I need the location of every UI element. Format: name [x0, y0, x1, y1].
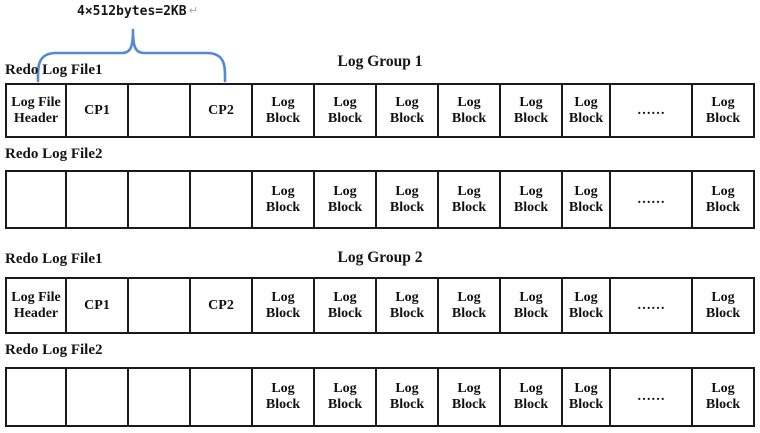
- cell-log-block: Log Block: [253, 277, 315, 334]
- cell-ellipsis: ……: [611, 83, 693, 138]
- cell-log-block: Log Block: [315, 277, 377, 334]
- cell-log-block: Log Block: [439, 170, 501, 229]
- redo-log-file1-row-g2: Log File Header CP1 CP2 Log Block Log Bl…: [5, 277, 755, 334]
- cell-empty: [129, 367, 191, 427]
- cell-ellipsis: ……: [611, 367, 693, 427]
- cell-empty: [191, 367, 253, 427]
- cell-empty: [5, 170, 67, 229]
- cell-ellipsis: ……: [611, 170, 693, 229]
- cell-log-block: Log Block: [563, 83, 611, 138]
- cell-log-file-header: Log File Header: [5, 83, 67, 138]
- cell-cp1: CP1: [67, 83, 129, 138]
- cell-cp2: CP2: [191, 277, 253, 334]
- cell-log-block: Log Block: [315, 83, 377, 138]
- cell-ellipsis: ……: [611, 277, 693, 334]
- cell-log-block: Log Block: [315, 170, 377, 229]
- file-label-g1-redo-log-file1: Redo Log File1: [5, 62, 103, 78]
- cell-log-block: Log Block: [315, 367, 377, 427]
- cell-empty: [191, 170, 253, 229]
- file-label-g2-redo-log-file1: Redo Log File1: [5, 251, 103, 267]
- cell-log-block: Log Block: [253, 367, 315, 427]
- cell-log-block: Log Block: [253, 170, 315, 229]
- cell-log-block: Log Block: [377, 367, 439, 427]
- redo-log-file1-row-g1: Log File Header CP1 CP2 Log Block Log Bl…: [5, 83, 755, 138]
- cell-log-block: Log Block: [693, 83, 755, 138]
- cell-log-block: Log Block: [377, 83, 439, 138]
- size-annotation: 4×512bytes=2KB↵: [77, 4, 198, 19]
- group-title-2: Log Group 2: [337, 249, 423, 266]
- cell-log-block: Log Block: [439, 277, 501, 334]
- cell-log-block: Log Block: [501, 170, 563, 229]
- cell-log-file-header: Log File Header: [5, 277, 67, 334]
- cell-log-block: Log Block: [377, 170, 439, 229]
- cell-empty: [129, 83, 191, 138]
- redo-log-file2-row-g1: Log Block Log Block Log Block Log Block …: [5, 170, 755, 229]
- cell-log-block: Log Block: [439, 367, 501, 427]
- file-label-g2-redo-log-file2: Redo Log File2: [5, 342, 103, 358]
- cell-log-block: Log Block: [693, 367, 755, 427]
- cell-log-block: Log Block: [377, 277, 439, 334]
- return-mark-icon: ↵: [188, 4, 198, 17]
- cell-log-block: Log Block: [563, 367, 611, 427]
- group-title-1: Log Group 1: [337, 53, 423, 70]
- cell-log-block: Log Block: [563, 170, 611, 229]
- cell-empty: [129, 277, 191, 334]
- size-annotation-text: 4×512bytes=2KB: [77, 4, 187, 19]
- cell-log-block: Log Block: [501, 277, 563, 334]
- cell-log-block: Log Block: [253, 83, 315, 138]
- cell-log-block: Log Block: [439, 83, 501, 138]
- cell-empty: [67, 170, 129, 229]
- cell-empty: [129, 170, 191, 229]
- cell-log-block: Log Block: [501, 83, 563, 138]
- cell-empty: [5, 367, 67, 427]
- file-label-g1-redo-log-file2: Redo Log File2: [5, 146, 103, 162]
- cell-cp2: CP2: [191, 83, 253, 138]
- cell-log-block: Log Block: [501, 367, 563, 427]
- cell-log-block: Log Block: [693, 277, 755, 334]
- cell-cp1: CP1: [67, 277, 129, 334]
- cell-empty: [67, 367, 129, 427]
- curly-brace-icon: [36, 28, 227, 83]
- cell-log-block: Log Block: [693, 170, 755, 229]
- redo-log-file2-row-g2: Log Block Log Block Log Block Log Block …: [5, 367, 755, 427]
- cell-log-block: Log Block: [563, 277, 611, 334]
